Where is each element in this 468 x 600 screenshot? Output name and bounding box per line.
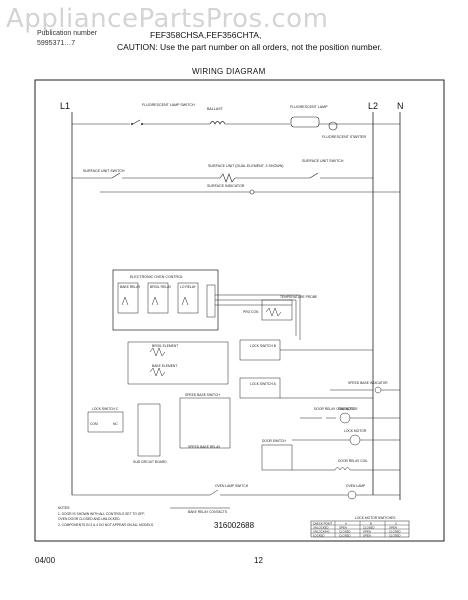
- surface-indicator-icon: [249, 189, 255, 195]
- surface-unit-switch-label: SURFACE UNIT SWITCH: [83, 169, 125, 173]
- lo-relay-label: LO RELAY: [180, 285, 197, 289]
- surface-unit-switch-right-label: SURFACE UNIT SWITCH: [302, 159, 344, 163]
- svg-text:CHECK POINT: CHECK POINT: [313, 522, 332, 526]
- bake-element-label: BAKE ELEMENT: [152, 364, 177, 368]
- bake-relay-label: BAKE RELAY: [120, 285, 141, 289]
- neutral-label: N: [397, 101, 404, 111]
- bake-relay-box: [117, 282, 139, 314]
- speed-base-switch: [179, 397, 231, 449]
- control-connector: [206, 284, 216, 318]
- svg-text:UNLOCKED: UNLOCKED: [313, 526, 329, 530]
- svg-text:A: A: [345, 522, 347, 526]
- fan-motor-icon: [339, 412, 351, 424]
- publication-label: Publication number: [37, 30, 97, 37]
- l2-label: L2: [368, 101, 379, 111]
- oven-lamp-label: OVEN LAMP: [346, 484, 366, 488]
- door-switch-label: DOOR SWITCH: [262, 439, 286, 443]
- sub-circuit-board: [137, 403, 161, 457]
- note-2: 2. COMPONENTS IN 3 & 4 DO NOT APPEAR ON …: [58, 523, 154, 527]
- nc-label: NC: [113, 422, 118, 426]
- svg-text:CLOSED: CLOSED: [339, 534, 351, 538]
- svg-text:CLOSED: CLOSED: [389, 530, 401, 534]
- fluorescent-lamp-label: FLUORESCENT LAMP: [290, 105, 328, 109]
- lock-table-title: LOCK MOTOR SWITCHES: [355, 516, 396, 520]
- element-loop: [127, 341, 229, 385]
- surface-unit-circuit: [72, 172, 400, 195]
- fan-motor-label: FAN MOTOR: [338, 407, 358, 411]
- svg-text:OPEN: OPEN: [363, 530, 371, 534]
- door-relay-contacts-label: DOOR RELAY CONTACTS: [314, 407, 355, 411]
- svg-text:CLOSED: CLOSED: [363, 526, 375, 530]
- ballast-coil-icon: [209, 121, 226, 125]
- sub-circuit-board-label: SUB CIRCUIT BOARD: [133, 460, 167, 464]
- svg-text:OPEN: OPEN: [389, 526, 397, 530]
- speed-bake-relay-label: SPEED BAKE RELAY: [188, 445, 221, 449]
- temperature-probe: [261, 299, 293, 321]
- lock-motor-label: LOCK MOTOR: [344, 429, 367, 433]
- broil-relay-label: BROIL RELAY: [150, 285, 172, 289]
- fluorescent-lamp-switch-label: FLUORESCENT LAMP SWITCH: [142, 103, 195, 107]
- publication-number: 5995371…7: [37, 40, 76, 47]
- lock-switch-b-label: LOCK SWITCH B: [250, 344, 277, 348]
- pro-con-label: PRO CON: [243, 310, 259, 314]
- note-1: 1. DOOR IS SHOWN WITH ALL CONTROLS SET T…: [58, 512, 145, 516]
- speed-base-indicator-label: SPEED BASE INDICATOR: [348, 381, 388, 385]
- lo-relay-box: [177, 282, 199, 314]
- notes-heading: NOTES:: [58, 506, 70, 510]
- footer-date: 04/00: [35, 556, 56, 565]
- door-switch: [261, 444, 293, 471]
- lock-switch-b: [239, 339, 281, 361]
- model-numbers: FEF358CHSA,FEF356CHTA,: [150, 30, 262, 40]
- electronic-oven-control-label: ELECTRONIC OVEN CONTROL: [130, 275, 183, 279]
- l1-label: L1: [60, 101, 71, 111]
- surface-element-icon: [219, 173, 236, 183]
- watermark: AppliancePartsPros.com: [6, 4, 329, 34]
- broil-relay-box: [147, 282, 169, 314]
- fluorescent-circuit: [72, 116, 400, 131]
- bake-relay-contacts-label: BAKE RELAY CONTACTS: [188, 510, 228, 514]
- door-relay-coil-icon: [334, 467, 351, 471]
- speed-base-switch-label: SPEED BASE SWITCH: [185, 393, 220, 397]
- speed-base-indicator-icon: [374, 386, 382, 394]
- lock-motor-switches-table: LOCK MOTOR SWITCHES CHECK POINT A B C UN…: [310, 516, 410, 538]
- temperature-probe-label: TEMPERATURE PROBE: [280, 295, 318, 299]
- diagram-frame: [34, 79, 445, 542]
- lock-motor-icon: [349, 434, 361, 446]
- fluorescent-starter-label: FLUORESCENT STARTER: [322, 135, 367, 139]
- broil-element-label: BROIL ELEMENT: [152, 344, 178, 348]
- lock-switch-c: [87, 411, 124, 433]
- electronic-oven-control: [112, 269, 219, 331]
- svg-text:OPEN: OPEN: [339, 526, 347, 530]
- lock-switch-c-label: LOCK SWITCH C: [92, 407, 119, 411]
- lock-switch-a: [239, 377, 281, 399]
- fluorescent-lamp-icon: [290, 116, 320, 128]
- oven-lamp-switch-label: OVEN LAMP SWITCH: [215, 484, 249, 488]
- svg-text:OPEN: OPEN: [363, 534, 371, 538]
- svg-text:C: C: [395, 522, 397, 526]
- ballast-label: BALLAST: [207, 107, 224, 111]
- surface-unit-label: SURFACE UNIT (DUAL ELEMENT, 3 SHOWN): [208, 164, 283, 168]
- svg-text:LOCKED: LOCKED: [313, 534, 325, 538]
- door-relay-coil-label: DOOR RELAY COIL: [338, 459, 368, 463]
- diagram-part-number: 316002688: [214, 521, 255, 530]
- diagram-title: WIRING DIAGRAM: [192, 67, 266, 76]
- note-1-cont: OVEN DOOR CLOSED AND UNLOCKED.: [58, 517, 121, 521]
- oven-lamp-icon: [347, 490, 357, 500]
- com-label: COM: [90, 422, 98, 426]
- page-number: 12: [254, 556, 263, 565]
- starter-icon: [328, 121, 338, 131]
- svg-text:CLOSED: CLOSED: [389, 534, 401, 538]
- caution-note: CAUTION: Use the part number on all orde…: [117, 42, 383, 52]
- surface-indicator-label: SURFACE INDICATOR: [207, 184, 245, 188]
- svg-text:CLOSED: CLOSED: [339, 530, 351, 534]
- svg-text:UNLOCKING: UNLOCKING: [313, 530, 330, 534]
- svg-text:B: B: [370, 522, 372, 526]
- lock-switch-a-label: LOCK SWITCH A: [250, 382, 277, 386]
